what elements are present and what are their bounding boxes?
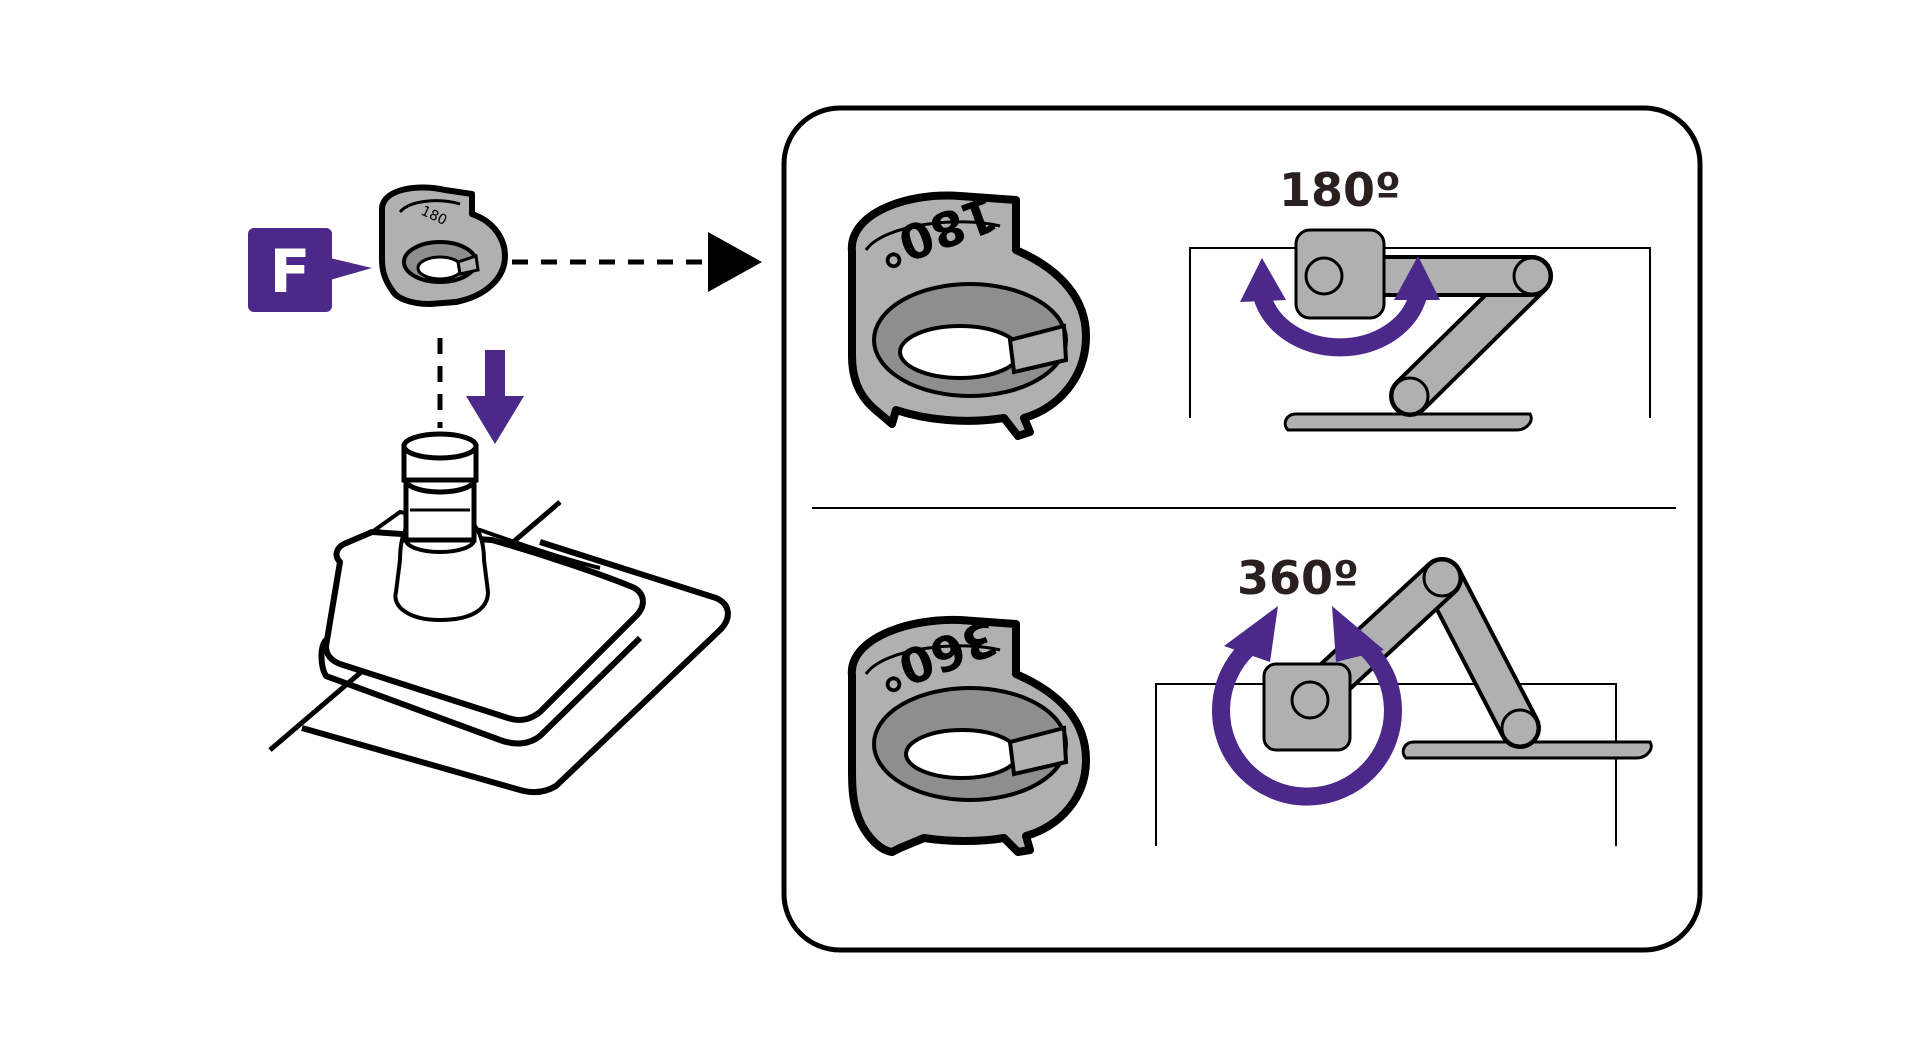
option-180: 180° 180º bbox=[847, 163, 1651, 440]
monitor-arm-360 bbox=[1262, 557, 1541, 752]
callout-badge-f: F bbox=[248, 228, 372, 312]
dashed-arrow-right bbox=[512, 232, 762, 292]
arm-base-180 bbox=[1283, 412, 1533, 432]
ring-360: 360° bbox=[847, 608, 1090, 856]
angle-label-180: 180º bbox=[1279, 163, 1401, 217]
small-ring-part: 180 bbox=[379, 184, 508, 307]
frame-outline-180 bbox=[1189, 247, 1651, 418]
rotation-arrow-360 bbox=[1212, 606, 1402, 806]
callout-letter: F bbox=[270, 237, 311, 307]
ring-180: 180° bbox=[847, 184, 1090, 440]
option-360: 360° 360º bbox=[847, 551, 1653, 856]
angle-label-360: 360º bbox=[1237, 551, 1359, 605]
rotation-arrow-180 bbox=[1240, 256, 1440, 357]
callout-badge-bg bbox=[248, 228, 332, 312]
rotation-options-panel: 180° 180º bbox=[781, 105, 1703, 953]
monitor-arm-180 bbox=[1294, 228, 1553, 417]
arm-base-360 bbox=[1401, 740, 1653, 760]
insert-arrow-down bbox=[466, 350, 524, 444]
callout-pointer bbox=[330, 258, 372, 280]
stand-base-illustration bbox=[268, 431, 731, 796]
